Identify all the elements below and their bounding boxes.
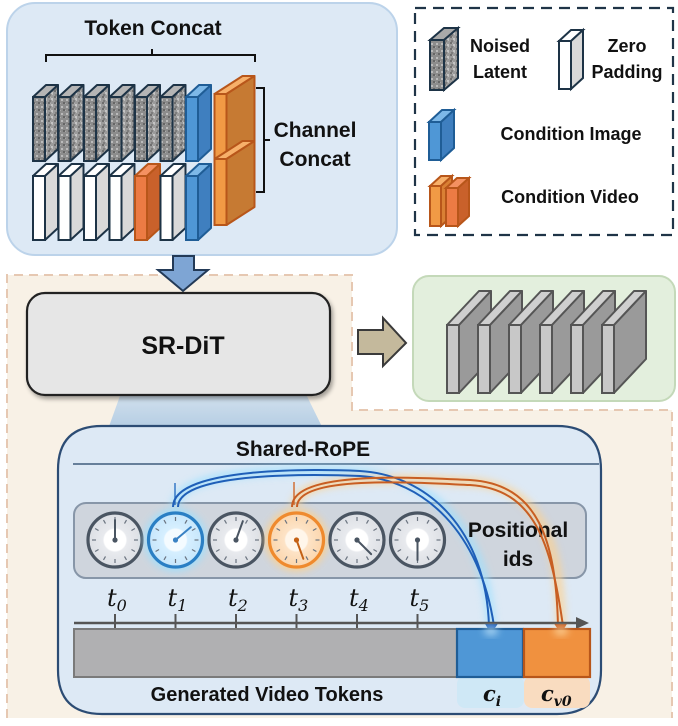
clock-hand [235,520,244,541]
generated-video-tokens-label: Generated Video Tokens [151,684,384,706]
positional-ids-label-line1: Positional [468,519,568,542]
token-condition-video-bottom [134,163,161,241]
generated-video-tokens-bar [73,628,458,678]
legend-zero-padding-line1: Zero [607,36,646,56]
token-stack [32,75,256,241]
legend-zero-padding-line2: Padding [592,62,663,82]
timestep-label: t2 [228,584,248,615]
condition-video-token-bg [524,676,590,708]
output-frames [446,290,647,394]
output-panel [412,275,676,402]
timestep-label: t4 [349,584,369,615]
token-noised-latent-top [108,84,136,162]
timestep-label: t0 [107,584,127,615]
legend-noised-latent-line2: Latent [473,62,527,82]
model-name: SR-DiT [141,332,224,360]
condition-image-token [455,627,525,679]
position-axis [74,614,589,629]
clock-hand [295,539,305,560]
token-zero-padding-bottom [57,163,85,241]
legend-condition-video-icon [427,173,472,229]
channel-concat-label-line2: Concat [279,148,350,171]
token-concat-label: Token Concat [84,17,221,40]
clock-t3 [265,509,328,571]
timestep-label: t1 [168,584,188,615]
legend-noised-latent-line1: Noised [470,36,530,56]
legend: Noised Latent Zero Padding Condition Ima… [413,6,675,237]
output-frame [601,290,647,394]
token-condition-image-bottom [185,163,212,241]
token-noised-latent-top [57,84,85,162]
shared-rope-panel: Shared-RoPE Positional ids t0 t1 t2 t3 t4 t5 [56,424,603,716]
condition-image-token-label: ci [483,681,501,710]
token-noised-latent-top [32,84,59,162]
condition-image-token-bg [457,676,524,708]
legend-condition-video-label: Condition Video [501,187,639,207]
clock-t0 [86,511,144,569]
timestep-labels: t0 t1 t2 t3 t4 t5 [107,584,429,615]
model-to-output-arrow [357,315,408,369]
timestep-label: t5 [410,584,430,615]
output-frame [570,290,616,394]
legend-condition-image-icon [426,107,457,163]
token-zero-padding-bottom [108,163,136,241]
channel-concat-label-line1: Channel [274,119,357,142]
clock-t4 [328,511,386,569]
clock-hand [356,539,373,556]
condition-video-token [522,627,592,679]
input-to-model-arrow [155,255,211,293]
token-zero-padding-bottom [32,163,59,241]
clock-row [86,509,447,571]
clock-t2 [207,511,265,569]
shared-rope-title: Shared-RoPE [236,438,370,461]
legend-zero-padding-icon [556,27,586,92]
legend-condition-image-label: Condition Image [501,124,642,144]
token-noised-latent-top [159,84,187,162]
clock-hand [174,526,192,541]
legend-noised-latent-icon [427,25,461,93]
positional-ids-label-line2: ids [503,548,533,571]
token-noised-latent-top [83,84,110,162]
token-noised-latent-top [134,84,161,162]
clock-t5 [388,511,447,569]
token-condition-video-large-bottom [213,140,256,226]
clock-t1 [144,509,207,571]
token-concat-bracket [45,49,256,62]
token-zero-padding-bottom [83,163,110,241]
timestep-label: t3 [289,584,309,615]
token-zero-padding-bottom [159,163,187,241]
input-panel: Token Concat Channel Concat [6,2,398,256]
token-condition-image-top [185,84,212,162]
sr-dit-block: SR-DiT [25,291,332,397]
condition-video-token-label: cv0 [541,681,572,710]
channel-concat-bracket [256,87,270,193]
